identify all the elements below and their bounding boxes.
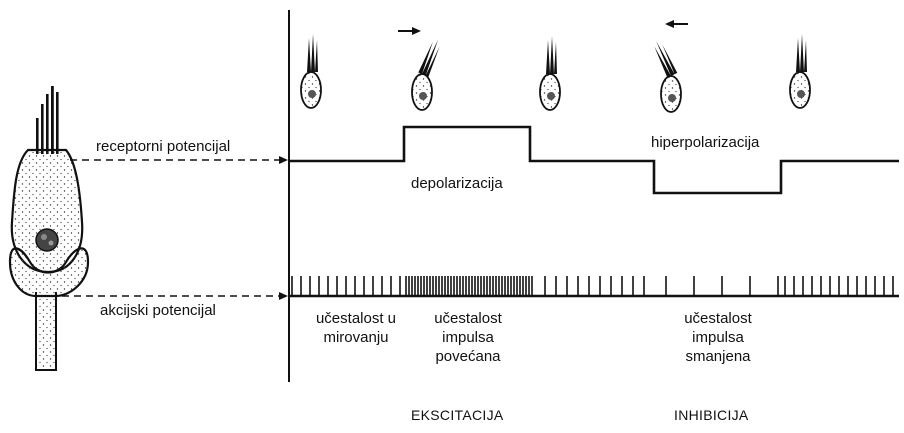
action-potential-spikes [292,276,893,296]
frequency-decreased-line-2: impulsa [668,328,768,347]
nerve-fiber [36,292,56,370]
frequency-increased-text: učestalost impulsa povećana [418,309,518,366]
small-hair-cell-rest-3 [790,34,810,108]
hair-bundle [36,86,59,154]
hair-cell-illustration [10,86,88,370]
excitation-phase-label: EKSCITACIJA [411,406,504,425]
arrow-right-icon [398,27,421,35]
action-potential-label: akcijski potencijal [100,301,216,320]
frequency-increased-line-3: povećana [418,347,518,366]
small-hair-cell-inhibited [651,39,681,112]
frequency-rest-line-2: mirovanju [296,328,416,347]
hyperpolarization-label: hiperpolarizacija [651,133,759,152]
inhibition-phase-label: INHIBICIJA [674,406,749,425]
nucleus [36,229,58,251]
frequency-decreased-line-1: učestalost [668,309,768,328]
frequency-rest-text: učestalost u mirovanju [296,309,416,347]
leader-lines [62,156,288,300]
frequency-decreased-text: učestalost impulsa smanjena [668,309,768,366]
frequency-increased-line-1: učestalost [418,309,518,328]
frequency-rest-line-1: učestalost u [296,309,416,328]
frequency-decreased-line-3: smanjena [668,347,768,366]
receptor-potential-trace [290,127,899,193]
depolarization-label: depolarizacija [411,174,503,193]
frequency-increased-line-2: impulsa [418,328,518,347]
receptor-potential-label: receptorni potencijal [96,137,230,156]
arrow-left-icon [665,20,688,28]
small-hair-cell-excited [412,37,443,110]
small-hair-cell-rest-1 [301,34,321,108]
small-hair-cell-rest-2 [540,36,560,110]
